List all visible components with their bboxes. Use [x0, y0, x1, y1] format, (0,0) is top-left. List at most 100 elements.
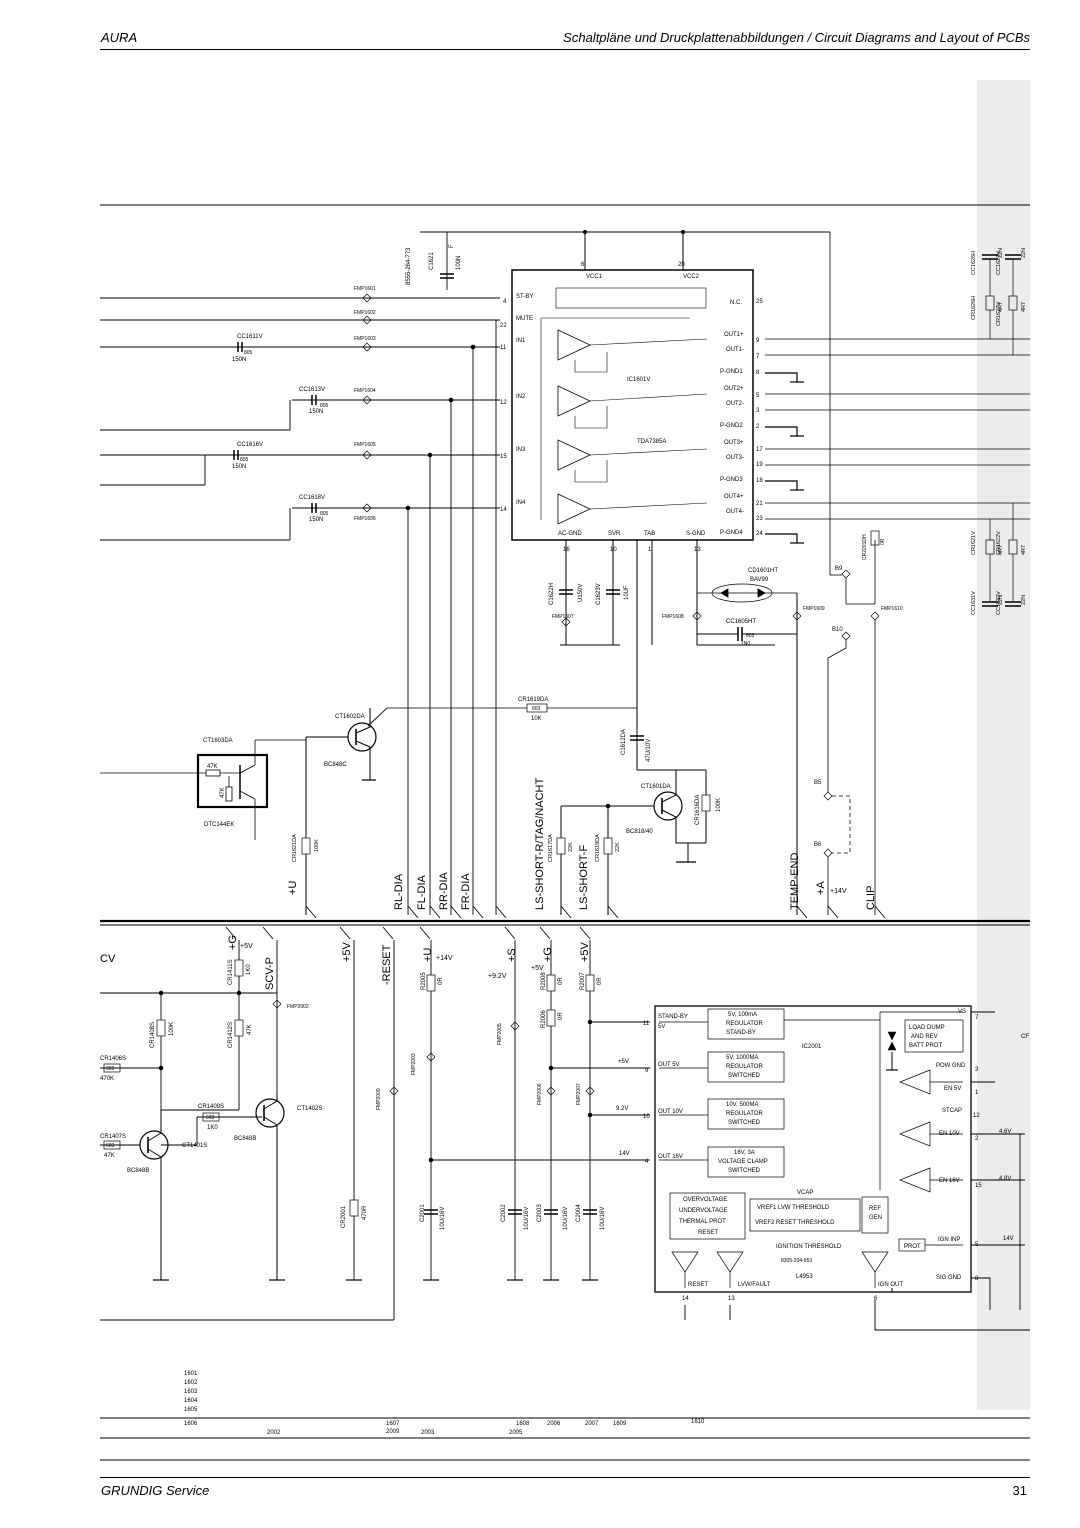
schematic-label: CF: [1021, 1034, 1029, 1040]
schematic-label: R2008: [541, 972, 547, 990]
schematic-label: 150N: [309, 409, 323, 415]
schematic-label: CC1627V: [996, 251, 1002, 275]
schematic-label: CR2201DH: [862, 534, 868, 560]
schematic-label: 603: [532, 706, 541, 712]
schematic-label: 5V, 100mA: [728, 1012, 757, 1018]
schematic-label: CR2001: [341, 1205, 347, 1228]
schematic-label: 603: [106, 1143, 115, 1149]
schematic-label: FMP1606: [354, 516, 376, 522]
schematic-label: P-GND1: [720, 369, 743, 375]
schematic-label: CV: [100, 953, 116, 965]
amp-right-pins: N.C. OUT1+ OUT1- P-GND1 OUT2+ OUT2- P-GN…: [720, 299, 763, 537]
schematic-label: 603: [206, 1115, 215, 1121]
schematic-label: FMP1603: [354, 336, 376, 342]
schematic-label: AC-GND: [558, 531, 582, 537]
schematic-label: 13: [694, 547, 701, 553]
schematic-label: CR1626H: [971, 296, 977, 320]
schematic-label: LVW/FAULT: [738, 1282, 771, 1288]
schematic-label: 4R7: [1021, 545, 1027, 555]
schematic-label: 22N: [1021, 595, 1027, 605]
schematic-label: 22N: [1021, 248, 1027, 258]
schematic-label: 23: [756, 516, 763, 522]
schematic-label: OUT1-: [726, 347, 744, 353]
amp-bottom-pins: AC-GND SVR TAB S-GND 16 10 1 13: [558, 531, 706, 553]
schematic-label: OUT2-: [726, 401, 744, 407]
schematic-label: 22K: [615, 842, 621, 852]
schematic-label: FMP2003: [411, 1053, 417, 1075]
schematic-label: CR1618DA: [595, 834, 601, 862]
schematic-label: CR1616DA: [695, 795, 701, 825]
schematic-label: CT1602DA: [335, 714, 365, 720]
schematic-label: FMP1610: [881, 606, 903, 612]
schematic-label: 3: [756, 408, 760, 414]
schematic-label: FMP1608: [662, 614, 684, 620]
schematic-label: 100N: [456, 256, 462, 270]
schematic-label: +5V: [240, 943, 253, 950]
schematic-label: 47U/10V: [646, 739, 652, 762]
schematic-label: CR1407S: [100, 1134, 126, 1140]
schematic-label: OUT 16V: [658, 1154, 683, 1160]
schematic-label: RR-DIA: [438, 871, 450, 910]
schematic-label: BC848B: [234, 1136, 256, 1142]
schematic-label: 47K: [220, 787, 226, 798]
header-rule: [100, 49, 1030, 50]
schematic-label: F: [449, 244, 455, 248]
schematic-label: 1603: [184, 1389, 198, 1395]
schematic-label: CC1618V: [299, 495, 325, 501]
schematic-label: CC1616V: [237, 442, 263, 448]
schematic-label: 5V, 1000MA: [726, 1055, 758, 1061]
amp-vcc2: VCC2: [683, 274, 700, 280]
schematic-label: B9: [835, 566, 843, 572]
schematic-label: VREF2 RESET THRESHOLD: [755, 1220, 835, 1226]
schematic-label: 4: [503, 299, 507, 305]
schematic-label: CD1601HT: [748, 568, 778, 574]
schematic-label: 11: [643, 1021, 650, 1027]
schematic-label: OUT2+: [724, 386, 744, 392]
schematic-label: FR-DIA: [460, 873, 472, 910]
bus-labels-lower: CV +G +5V SCV-P +5V -RESET +U +14V +S +9…: [100, 935, 591, 990]
schematic-label: REGULATOR: [726, 1021, 763, 1027]
schematic-label: 8: [975, 1276, 979, 1282]
schematic-label: S-GND: [686, 531, 706, 537]
schematic-label: 1606: [184, 1421, 198, 1427]
header-subtitle: Schaltpläne und Druckplattenabbildungen …: [563, 30, 1030, 45]
schematic-label: CC1631V: [971, 591, 977, 615]
schematic-label: CR1406S: [100, 1056, 126, 1062]
amp-top-pin-20: 20: [678, 262, 685, 268]
schematic-label: FMP1602: [354, 310, 376, 316]
schematic-label: EN 5V: [944, 1086, 961, 1092]
schematic-label: RESET: [688, 1282, 708, 1288]
schematic-label: C1612DA: [621, 729, 627, 755]
schematic-label: CT1402S: [297, 1106, 322, 1112]
schematic-label: 14: [500, 507, 507, 513]
schematic-label: 603: [746, 633, 755, 639]
schematic-label: C1623V: [596, 583, 602, 605]
schematic-label: P-GND4: [720, 530, 743, 536]
schematic-label: REGULATOR: [726, 1064, 763, 1070]
schematic-label: AND REV: [911, 1034, 938, 1040]
schematic-label: CC1613V: [299, 387, 325, 393]
schematic-label: SCV-P: [264, 957, 276, 990]
schematic-label: STAND-BY: [658, 1014, 688, 1020]
schematic-label: CC1611V: [237, 334, 263, 340]
schematic-label: STCAP: [942, 1108, 962, 1114]
schematic-label: GEN: [869, 1215, 882, 1221]
schematic-label: MUTE: [516, 316, 533, 322]
schematic-label: IGN OUT: [878, 1282, 903, 1288]
bus-labels-upper: +U RL-DIA FL-DIA RR-DIA FR-DIA LS-SHORT-…: [287, 778, 877, 910]
schematic-label: 1N0: [741, 641, 750, 647]
schematic-label: OUT 5V: [658, 1062, 680, 1068]
schematic-label: 13: [728, 1296, 735, 1302]
amp-part: IC1601V: [627, 377, 650, 383]
schematic-label: VREF1 LVW THRESHOLD: [757, 1205, 830, 1211]
schematic-label: 1609: [613, 1421, 627, 1427]
schematic-label: 19: [756, 462, 763, 468]
schematic-label: +5V: [579, 941, 591, 962]
schematic-label: R2007: [580, 972, 586, 990]
schematic-label: CT1603DA: [203, 738, 233, 744]
schematic-label: 0R: [558, 1012, 564, 1020]
schematic-label: SWITCHED: [728, 1073, 761, 1079]
schematic-label: 10V, 500MA: [726, 1102, 758, 1108]
transistor-ct1601: [653, 791, 683, 821]
